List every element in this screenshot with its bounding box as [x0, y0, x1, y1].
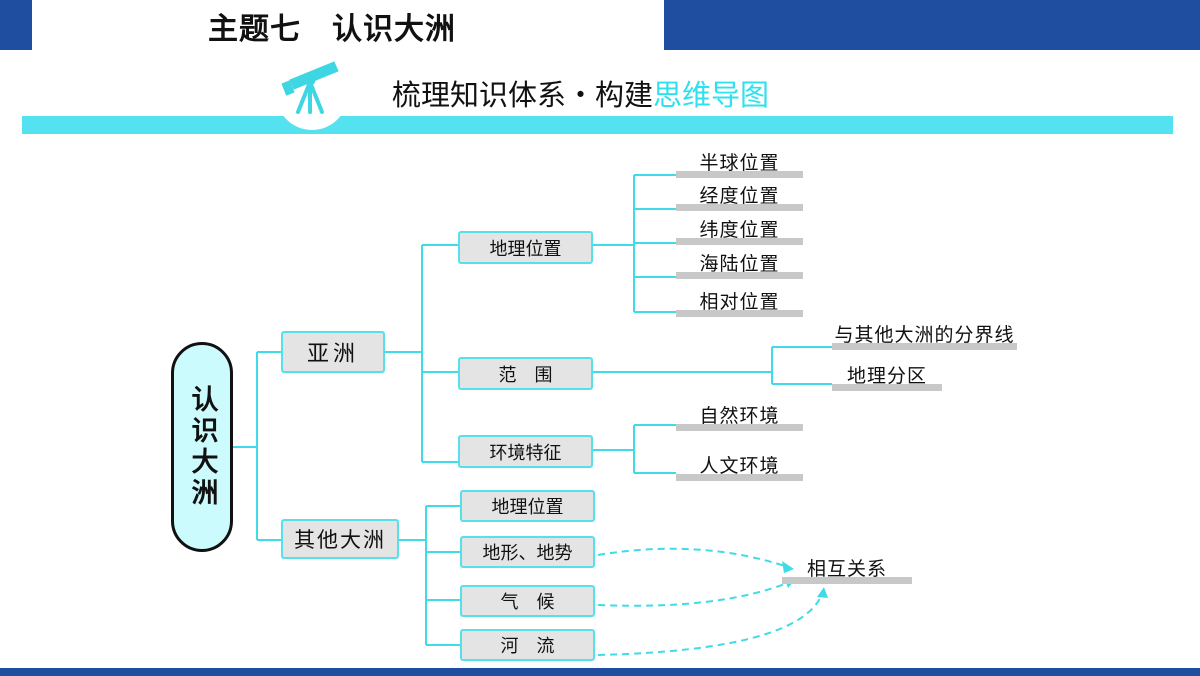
leaf-boundary-lines: 与其他大洲的分界线 [832, 320, 1017, 350]
node-asia: 亚洲 [281, 331, 385, 373]
node-asia-location: 地理位置 [458, 231, 593, 264]
node-asia-label: 亚洲 [306, 342, 359, 367]
root-node: 认识大洲 [171, 342, 233, 552]
footer-bar [0, 668, 1200, 676]
node-other-label: 其他大洲 [294, 528, 386, 552]
section-title-main: 梳理知识体系・构建 [392, 78, 654, 112]
leaf-human-environment: 人文环境 [676, 451, 803, 481]
node-terrain: 地形、地势 [460, 536, 595, 568]
leaf-relative-position: 相对位置 [676, 287, 803, 317]
leaf-mutual-relation: 相互关系 [782, 554, 912, 584]
node-climate: 气 候 [460, 585, 595, 617]
topic-title: 主题七 认识大洲 [208, 12, 456, 47]
node-other-continents: 其他大洲 [281, 519, 399, 559]
leaf-hemisphere-position: 半球位置 [676, 148, 803, 178]
node-other-location: 地理位置 [460, 490, 595, 522]
node-asia-range: 范 围 [458, 357, 593, 390]
root-label: 认识大洲 [186, 385, 218, 509]
header-bar-right [664, 0, 1200, 50]
leaf-longitude-position: 经度位置 [676, 181, 803, 211]
node-rivers: 河 流 [460, 629, 595, 661]
telescope-icon [281, 61, 339, 114]
node-asia-environment: 环境特征 [458, 435, 593, 468]
icon-badge [276, 44, 348, 130]
section-title-highlight: 思维导图 [653, 78, 770, 112]
header-bar-left [0, 0, 32, 50]
leaf-geographic-regions: 地理分区 [832, 361, 942, 391]
leaf-natural-environment: 自然环境 [676, 401, 803, 431]
leaf-latitude-position: 纬度位置 [676, 215, 803, 245]
leaf-land-sea-position: 海陆位置 [676, 249, 803, 279]
section-title: 梳理知识体系・构建思维导图 [392, 72, 769, 114]
